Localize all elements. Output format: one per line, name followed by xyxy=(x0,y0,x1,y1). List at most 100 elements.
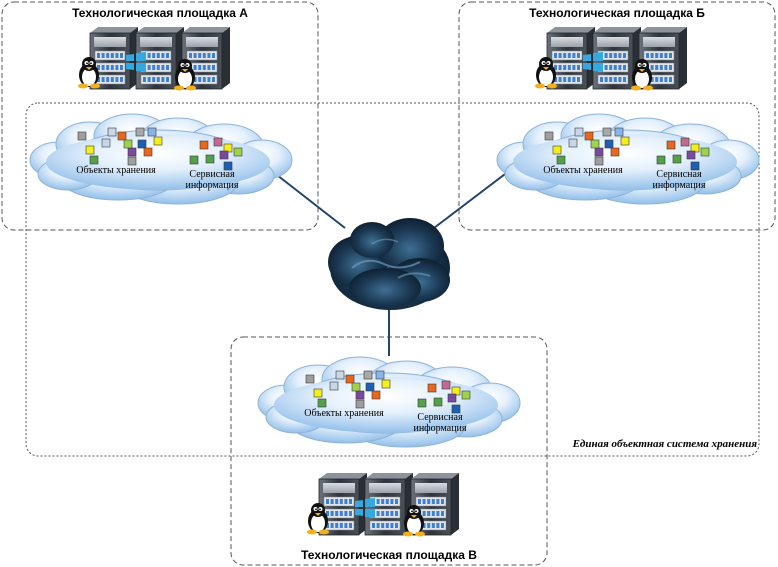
site-v-title: Технологическая площадка В xyxy=(301,548,477,562)
storage-object-icon xyxy=(127,156,137,166)
service-data-icon xyxy=(433,397,443,407)
storage-object-icon xyxy=(363,370,373,380)
storage-object-icon xyxy=(355,390,365,400)
service-info-label-line2: информация xyxy=(185,180,238,191)
storage-object-icon xyxy=(602,127,612,137)
tux-penguin-icon xyxy=(174,59,196,91)
service-data-icon xyxy=(223,161,233,171)
server-group-site-a xyxy=(78,27,230,91)
storage-object-icon xyxy=(89,155,99,165)
service-data-icon xyxy=(441,380,451,390)
service-data-icon xyxy=(666,140,676,150)
service-data-icon xyxy=(189,155,199,165)
unified-storage-boundary xyxy=(25,102,760,457)
storage-object-icon xyxy=(620,136,630,146)
network-cloud-icon xyxy=(328,218,450,310)
service-info-label-line2: информация xyxy=(413,423,466,434)
storage-object-icon xyxy=(345,374,355,384)
tux-penguin-icon xyxy=(631,59,653,91)
service-data-icon xyxy=(461,390,471,400)
link-site-a xyxy=(267,167,346,229)
storage-object-icon xyxy=(117,131,127,141)
storage-object-icon xyxy=(317,398,327,408)
storage-object-icon xyxy=(313,388,323,398)
storage-object-icon xyxy=(584,131,594,141)
site-a-boundary xyxy=(1,1,319,231)
storage-object-icon xyxy=(123,139,133,149)
cloud-shape xyxy=(29,113,293,205)
storage-object-icon xyxy=(594,147,604,157)
service-data-icon xyxy=(219,150,229,160)
storage-object-icon xyxy=(604,139,614,149)
service-data-icon xyxy=(656,155,666,165)
service-info-label-line1: Сервисная xyxy=(189,169,235,180)
cloud-shape xyxy=(496,113,760,205)
storage-object-icon xyxy=(610,147,620,157)
tux-penguin-icon xyxy=(535,57,557,89)
storage-object-icon xyxy=(381,379,391,389)
tux-penguin-icon xyxy=(78,57,100,89)
storage-objects-label: Объекты хранения xyxy=(304,408,384,419)
link-site-b xyxy=(433,167,514,229)
service-info-label-line2: информация xyxy=(652,180,705,191)
storage-object-icon xyxy=(574,127,584,137)
storage-object-icon xyxy=(552,145,562,155)
service-data-icon xyxy=(447,393,457,403)
storage-objects-label: Объекты хранения xyxy=(543,165,623,176)
server-group-site-b xyxy=(535,27,687,91)
storage-object-icon xyxy=(153,136,163,146)
server-group-site-v xyxy=(307,473,459,537)
storage-object-icon xyxy=(594,156,604,166)
storage-object-icon xyxy=(590,139,600,149)
service-data-icon xyxy=(213,137,223,147)
storage-object-icon xyxy=(101,138,111,148)
storage-object-icon xyxy=(614,127,624,137)
unified-system-label: Единая объектная система хранения xyxy=(572,438,758,450)
storage-object-icon xyxy=(351,382,361,392)
service-data-icon xyxy=(680,137,690,147)
tux-penguin-icon xyxy=(403,505,425,537)
cloud-shape xyxy=(257,356,521,448)
storage-object-icon xyxy=(544,131,554,141)
windows-logo-icon xyxy=(355,498,375,518)
storage-object-icon xyxy=(127,147,137,157)
service-data-icon xyxy=(700,147,710,157)
storage-object-icon xyxy=(365,382,375,392)
service-info-label-line1: Сервисная xyxy=(656,169,702,180)
service-data-icon xyxy=(451,404,461,414)
site-a-title: Технологическая площадка А xyxy=(72,6,248,20)
storage-object-icon xyxy=(568,138,578,148)
windows-logo-icon xyxy=(126,52,146,72)
storage-object-icon xyxy=(147,127,157,137)
storage-object-icon xyxy=(85,145,95,155)
storage-object-icon xyxy=(375,370,385,380)
storage-object-icon xyxy=(135,127,145,137)
storage-object-icon xyxy=(556,155,566,165)
service-data-icon xyxy=(233,147,243,157)
storage-object-icon xyxy=(355,399,365,409)
tux-penguin-icon xyxy=(307,503,329,535)
storage-object-icon xyxy=(371,390,381,400)
service-data-icon xyxy=(205,154,215,164)
service-data-icon xyxy=(672,154,682,164)
service-info-label-line1: Сервисная xyxy=(417,412,463,423)
service-data-icon xyxy=(417,398,427,408)
service-data-icon xyxy=(690,161,700,171)
windows-logo-icon xyxy=(583,52,603,72)
storage-object-icon xyxy=(77,131,87,141)
site-b-title: Технологическая площадка Б xyxy=(529,6,705,20)
storage-object-icon xyxy=(143,147,153,157)
server-rack-icon xyxy=(638,27,687,90)
storage-object-icon xyxy=(107,127,117,137)
service-data-icon xyxy=(427,383,437,393)
service-data-icon xyxy=(199,140,209,150)
storage-objects-label: Объекты хранения xyxy=(76,165,156,176)
site-b-boundary xyxy=(458,1,776,231)
service-data-icon xyxy=(686,150,696,160)
storage-object-icon xyxy=(137,139,147,149)
storage-object-icon xyxy=(329,381,339,391)
